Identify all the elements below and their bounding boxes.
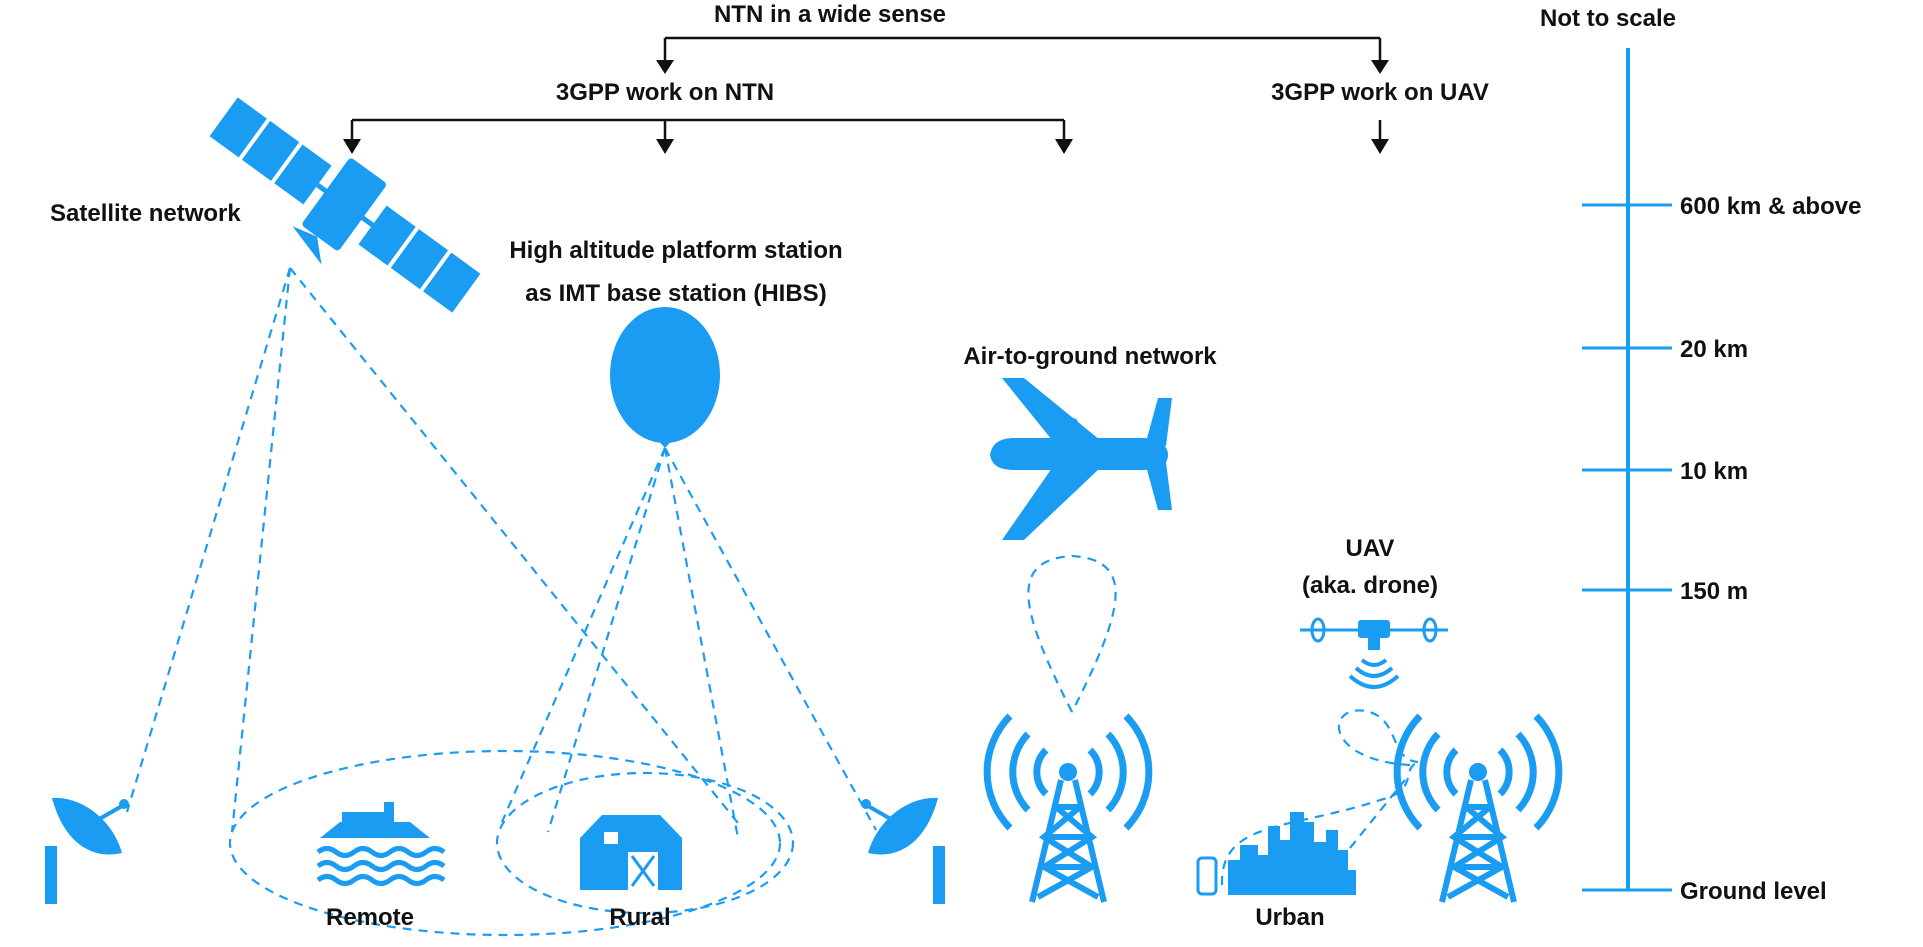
scale-level-150m: 150 m: [1680, 578, 1748, 605]
uav-work-label: 3GPP work on UAV: [1271, 79, 1489, 106]
uav-label-line1: UAV: [1346, 535, 1395, 562]
altitude-scale: [1582, 48, 1672, 892]
hibs-links: [500, 447, 877, 839]
satellite-dish-right-icon: [859, 795, 947, 906]
phone-icon: [1196, 856, 1218, 896]
scale-level-600km: 600 km & above: [1680, 193, 1861, 220]
city-skyline-icon: [1228, 812, 1356, 895]
not-to-scale-note: Not to scale: [1540, 5, 1676, 32]
scale-level-10km: 10 km: [1680, 458, 1748, 485]
cell-tower-a2g-icon: [987, 716, 1149, 902]
remote-label: Remote: [326, 904, 414, 931]
urban-link-path: [1220, 760, 1419, 886]
ntn-wide-label: NTN in a wide sense: [714, 1, 946, 28]
airplane-icon: [990, 378, 1172, 540]
uav-label-line2: (aka. drone): [1302, 572, 1438, 599]
remote-coverage-ellipse: [228, 749, 782, 937]
hibs-label-line2: as IMT base station (HIBS): [525, 280, 826, 307]
rural-coverage-ellipse: [495, 771, 795, 915]
hierarchy-arrows: [343, 36, 1389, 154]
drone-icon: [1300, 617, 1448, 689]
barn-icon: [580, 815, 682, 890]
cell-tower-urban-icon: [1397, 716, 1559, 902]
hibs-label-line1: High altitude platform station: [509, 237, 842, 264]
balloon-icon: [610, 307, 720, 448]
uav-link-loop: [1338, 709, 1419, 767]
a2g-label: Air-to-ground network: [963, 343, 1217, 370]
ntn-work-label: 3GPP work on NTN: [556, 79, 774, 106]
scale-level-ground: Ground level: [1680, 878, 1827, 905]
satellite-dish-left-icon: [43, 795, 131, 906]
satellite-icon: [209, 97, 481, 313]
scale-level-20km: 20 km: [1680, 336, 1748, 363]
satellite-label: Satellite network: [50, 200, 241, 227]
urban-link-path-2: [1349, 779, 1406, 849]
satellite-links: [125, 267, 743, 833]
ship-icon: [316, 802, 446, 886]
rural-label: Rural: [609, 904, 670, 931]
urban-label: Urban: [1255, 904, 1324, 931]
a2g-link-loop: [1027, 554, 1117, 713]
